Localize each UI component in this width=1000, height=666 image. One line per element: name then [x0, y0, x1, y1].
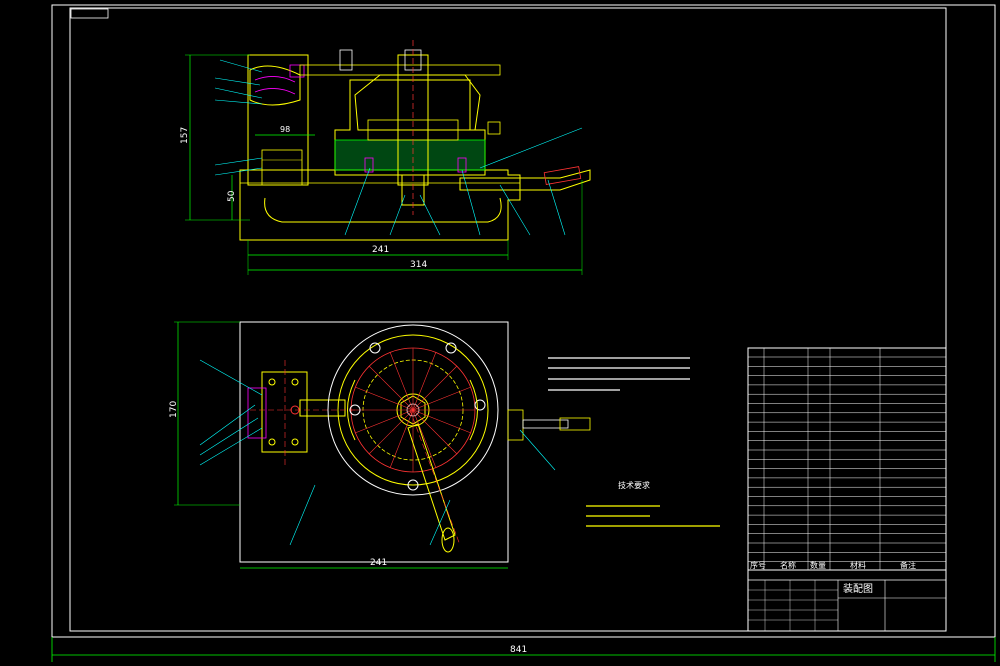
hatched-plate [334, 139, 486, 171]
top-dim-width: 241 [370, 558, 387, 568]
header-material: 材料 [850, 560, 866, 570]
drawing-name: 装配图 [843, 582, 873, 595]
dim-height-partial: 50 [227, 190, 237, 202]
housing [334, 79, 486, 176]
base-body [239, 169, 521, 241]
inner-frame [69, 7, 947, 632]
corner-stamp [70, 8, 109, 19]
bom-table: 序号 名称 数量 材料 备注 装配图 [747, 347, 947, 632]
outer-frame [51, 4, 996, 638]
dim-height-total: 157 [180, 127, 190, 144]
fixture-disk [327, 324, 499, 496]
front-view: 157 50 98 241 314 [180, 40, 591, 275]
top-view: 170 241 [169, 321, 591, 569]
header-remark: 备注 [900, 560, 916, 570]
header-name: 名称 [780, 560, 796, 570]
sheet-width-dim: 841 [510, 645, 527, 655]
dim-width-total: 314 [410, 260, 427, 270]
tech-requirements-lines [586, 505, 720, 527]
dim-width-inner: 98 [280, 125, 290, 134]
header-seq: 序号 [750, 560, 766, 570]
tech-requirements-title: 技术要求 [618, 480, 650, 490]
lever-handle [459, 169, 591, 191]
notes-block [548, 357, 690, 391]
lever-arm [407, 423, 456, 541]
top-dim-height: 170 [169, 401, 179, 418]
header-qty: 数量 [810, 560, 826, 570]
base-plate [239, 321, 509, 563]
dim-width-base: 241 [372, 245, 389, 255]
